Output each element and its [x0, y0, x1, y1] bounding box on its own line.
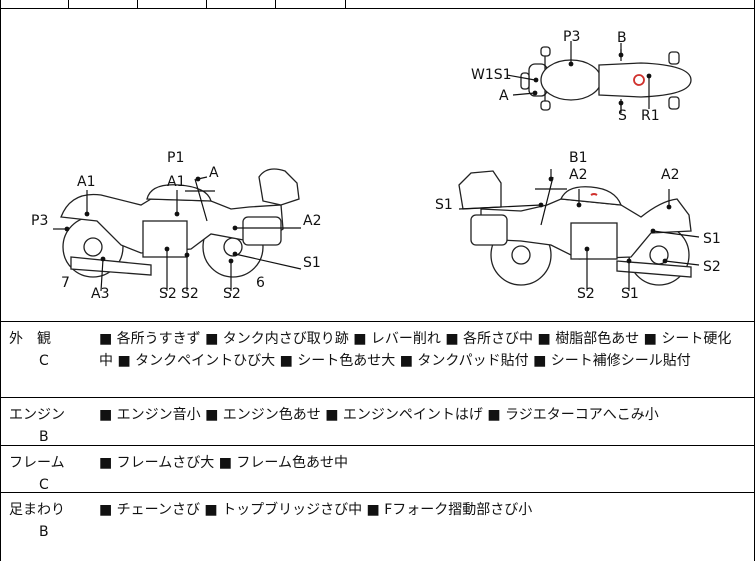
label-p3-top: P3 — [563, 29, 580, 45]
category-description: ■ フレームさび大 ■ フレーム色あせ中 — [99, 455, 348, 471]
category-grade: C — [39, 477, 49, 493]
label-s2-right-engine: S2 — [577, 286, 595, 302]
label-p1-left: P1 — [167, 150, 184, 166]
label-a-left: A — [209, 165, 219, 181]
label-7-left: 7 — [61, 275, 70, 291]
label-s1-left: S1 — [303, 255, 321, 271]
label-p3-left: P3 — [31, 213, 48, 229]
category-name: エンジン — [9, 407, 65, 423]
category-grade: B — [39, 524, 49, 540]
top-table-edge — [0, 0, 755, 9]
left-side-motorcycle — [53, 168, 302, 292]
category-cell: 足まわり B — [9, 499, 89, 543]
condition-row-suspension: 足まわり B ■ チェーンさび ■ トップブリッジさび中 ■ Fフォーク摺動部さ… — [0, 493, 755, 561]
category-name: 外 観 — [9, 331, 51, 347]
label-b-top: B — [617, 30, 627, 46]
category-name: 足まわり — [9, 502, 65, 518]
label-a1-left-tank: A1 — [167, 174, 185, 190]
label-b1-right: B1 — [569, 150, 588, 166]
label-a-top: A — [499, 88, 509, 104]
label-s1-right-bag: S1 — [435, 197, 453, 213]
label-6-left: 6 — [256, 275, 265, 291]
label-s2-left-3: S2 — [223, 286, 241, 302]
label-a2-right-rear: A2 — [661, 167, 679, 183]
label-s-top: S — [618, 108, 627, 124]
motorcycle-diagram: P3 B W1S1 A S R1 — [31, 29, 721, 302]
category-cell: エンジン B — [9, 404, 89, 448]
category-description: ■ チェーンさび ■ トップブリッジさび中 ■ Fフォーク摺動部さび小 — [99, 502, 533, 518]
damage-mark — [633, 74, 645, 86]
label-s1-right-rear: S1 — [703, 231, 721, 247]
label-s2-left-2: S2 — [181, 286, 199, 302]
damage-mark — [590, 193, 598, 196]
label-w1s1-top: W1S1 — [471, 67, 512, 83]
right-side-motorcycle — [458, 169, 700, 291]
label-r1-top: R1 — [641, 108, 660, 124]
category-name: フレーム — [9, 455, 65, 471]
category-grade: C — [39, 353, 49, 369]
label-s2-right-rear: S2 — [703, 259, 721, 275]
label-a3-left: A3 — [91, 286, 109, 302]
category-cell: フレーム C — [9, 452, 89, 496]
top-view-motorcycle — [506, 41, 692, 113]
label-s2-left-1: S2 — [159, 286, 177, 302]
category-grade: B — [39, 429, 49, 445]
category-cell: 外 観 C — [9, 328, 89, 372]
condition-row-engine: エンジン B ■ エンジン音小 ■ エンジン色あせ ■ エンジンペイントはげ ■… — [0, 398, 755, 446]
condition-row-exterior: 外 観 C ■ 各所うすきず ■ タンク内さび取り跡 ■ レバー削れ ■ 各所さ… — [0, 322, 755, 398]
category-description: ■ エンジン音小 ■ エンジン色あせ ■ エンジンペイントはげ ■ ラジエターコ… — [99, 407, 659, 423]
damage-diagram-panel: P3 B W1S1 A S R1 — [0, 9, 755, 322]
label-a2-left: A2 — [303, 213, 321, 229]
label-s1-right-bottom: S1 — [621, 286, 639, 302]
category-description: ■ 各所うすきず ■ タンク内さび取り跡 ■ レバー削れ ■ 各所さび中 ■ 樹… — [99, 331, 732, 369]
label-a1-left-rear: A1 — [77, 174, 95, 190]
label-a2-right-tank: A2 — [569, 167, 587, 183]
condition-row-frame: フレーム C ■ フレームさび大 ■ フレーム色あせ中 — [0, 446, 755, 493]
